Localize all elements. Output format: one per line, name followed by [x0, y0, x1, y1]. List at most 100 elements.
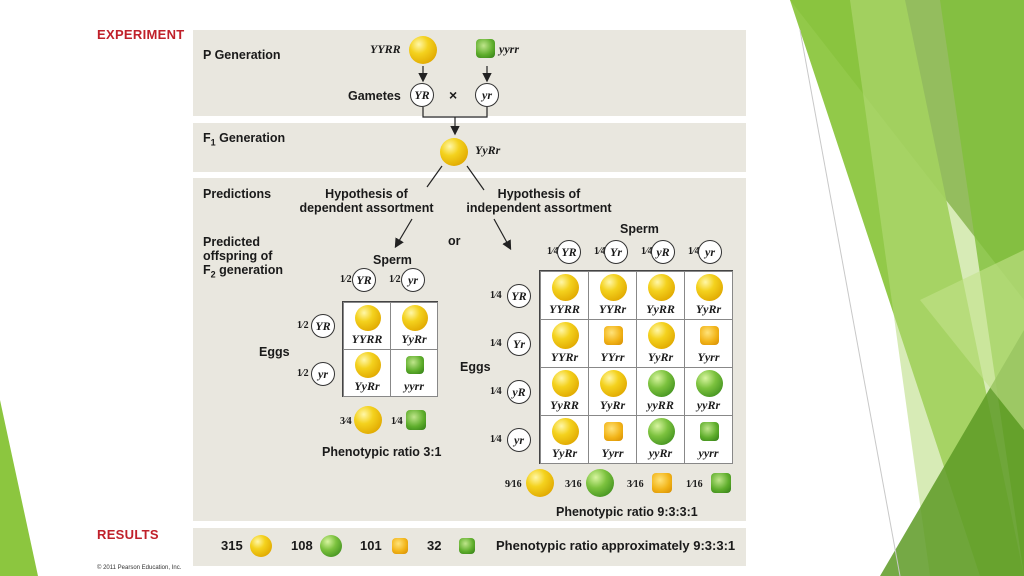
ind-punnett-cell: yyrr [684, 415, 733, 464]
green-wrinkled-pea-icon [699, 421, 720, 442]
green-round-pea-icon [586, 469, 614, 497]
yellow-round-pea-icon [552, 274, 579, 301]
ind-cell-genotype: YyRr [599, 398, 626, 412]
green-round-pea-icon [696, 370, 723, 397]
f2-letter: F [203, 263, 211, 277]
ind-ratio-fraction: 9⁄16 [505, 479, 522, 490]
ind-ratio-fraction: 3⁄16 [565, 479, 582, 490]
dep-punnett-cell: YyRr [390, 302, 438, 350]
green-wrinkled-pea-icon [476, 39, 495, 58]
ind-punnett-cell: YyRr [540, 415, 589, 464]
dep-egg-allele: yr [311, 362, 335, 386]
ind-cell-genotype: YyRr [695, 302, 722, 316]
ind-punnett-cell: yyRR [636, 367, 685, 416]
ind-sperm-allele: yR [651, 240, 675, 264]
yellow-round-pea-icon [648, 274, 675, 301]
ind-ratio-fraction: 3⁄16 [627, 479, 644, 490]
ind-eggs-label: Eggs [460, 360, 491, 374]
dep-sperm-allele: YR [352, 268, 376, 292]
experiment-header: EXPERIMENT [97, 27, 185, 42]
f2-subscript: 2 [210, 269, 216, 280]
ind-cell-genotype: YyRr [647, 350, 674, 364]
yellow-round-pea-icon [648, 322, 675, 349]
ind-cell-genotype: YyRr [551, 446, 578, 460]
yellow-round-pea-icon [552, 322, 579, 349]
ind-punnett-cell: yyRr [684, 367, 733, 416]
result-count: 32 [427, 538, 442, 553]
ind-punnett-cell: Yyrr [588, 415, 637, 464]
ind-punnett-cell: YYRR [540, 271, 589, 320]
green-wrinkled-pea-icon [405, 409, 427, 431]
hypothesis-dependent-line2: dependent assortment [299, 201, 434, 215]
yellow-wrinkled-pea-icon [392, 538, 408, 554]
predicted-line3: F2 generation [203, 263, 283, 282]
yellow-round-pea-icon [600, 370, 627, 397]
ind-cell-genotype: Yyrr [601, 446, 624, 460]
ind-egg-allele: yr [507, 428, 531, 452]
f1-genotype: YyRr [475, 143, 501, 157]
hypothesis-independent-line1: Hypothesis of [497, 187, 581, 201]
gamete-left: YR [410, 83, 434, 107]
copyright: © 2011 Pearson Education, Inc. [97, 565, 182, 571]
yellow-round-pea-icon [402, 305, 428, 331]
yellow-wrinkled-pea-icon [603, 325, 624, 346]
ind-punnett-cell: YyRR [540, 367, 589, 416]
yellow-round-pea-icon [552, 418, 579, 445]
dep-punnett-cell: YYRR [343, 302, 391, 350]
hypothesis-dependent-line1: Hypothesis of [325, 187, 408, 201]
green-wrinkled-pea-icon [405, 355, 425, 375]
predicted-line2: offspring of [203, 249, 273, 263]
ind-cell-genotype: yyRr [648, 446, 673, 460]
ind-sperm-fraction: 1⁄4 [594, 246, 606, 257]
results-header: RESULTS [97, 527, 159, 542]
dep-sperm-allele: yr [401, 268, 425, 292]
ind-punnett-cell: YyRr [684, 271, 733, 320]
yellow-round-pea-icon [600, 274, 627, 301]
hypothesis-independent: Hypothesis of independent assortment [458, 187, 620, 215]
predicted-line1: Predicted [203, 235, 260, 249]
yellow-round-pea-icon [526, 469, 554, 497]
ind-cell-genotype: yyRr [696, 398, 721, 412]
yellow-wrinkled-pea-icon [699, 325, 720, 346]
result-count: 101 [360, 538, 382, 553]
ind-cell-genotype: YyRR [646, 302, 675, 316]
ind-cell-genotype: Yyrr [697, 350, 720, 364]
green-wrinkled-pea-icon [459, 538, 475, 554]
green-wrinkled-pea-icon [710, 472, 732, 494]
ind-cell-genotype: YyRR [550, 398, 579, 412]
predictions-label: Predictions [203, 187, 272, 201]
ind-ratio-fraction: 1⁄16 [686, 479, 703, 490]
ind-egg-allele: yR [507, 380, 531, 404]
ind-egg-allele: YR [507, 284, 531, 308]
ind-sperm-fraction: 1⁄4 [547, 246, 559, 257]
p-right-genotype: yyrr [499, 42, 519, 56]
dep-egg-allele: YR [311, 314, 335, 338]
ind-sperm-fraction: 1⁄4 [688, 246, 700, 257]
ind-egg-fraction: 1⁄4 [490, 434, 502, 445]
dep-egg-fraction: 1⁄2 [297, 368, 309, 379]
dep-cell-genotype: YYRR [351, 332, 383, 346]
ind-phenotypic-ratio: Phenotypic ratio 9:3:3:1 [556, 505, 698, 519]
f1-letter: F [203, 131, 211, 145]
green-round-pea-icon [320, 535, 342, 557]
yellow-round-pea-icon [409, 36, 437, 64]
dep-ratio-fraction: 3⁄4 [340, 416, 352, 427]
ind-punnett-cell: YyRr [588, 367, 637, 416]
ind-egg-allele: Yr [507, 332, 531, 356]
ind-sperm-label: Sperm [620, 222, 659, 236]
f1-generation-panel [193, 123, 746, 172]
dep-punnett-cell: yyrr [390, 349, 438, 397]
yellow-round-pea-icon [355, 352, 381, 378]
f2-rest: generation [215, 263, 284, 277]
dep-eggs-label: Eggs [259, 345, 290, 359]
ind-cell-genotype: YYRr [598, 302, 627, 316]
f1-rest: Generation [215, 131, 286, 145]
ind-sperm-fraction: 1⁄4 [641, 246, 653, 257]
ind-punnett-cell: Yyrr [684, 319, 733, 368]
yellow-round-pea-icon [552, 370, 579, 397]
ind-sperm-allele: yr [698, 240, 722, 264]
ind-cell-genotype: YYRR [549, 302, 580, 316]
